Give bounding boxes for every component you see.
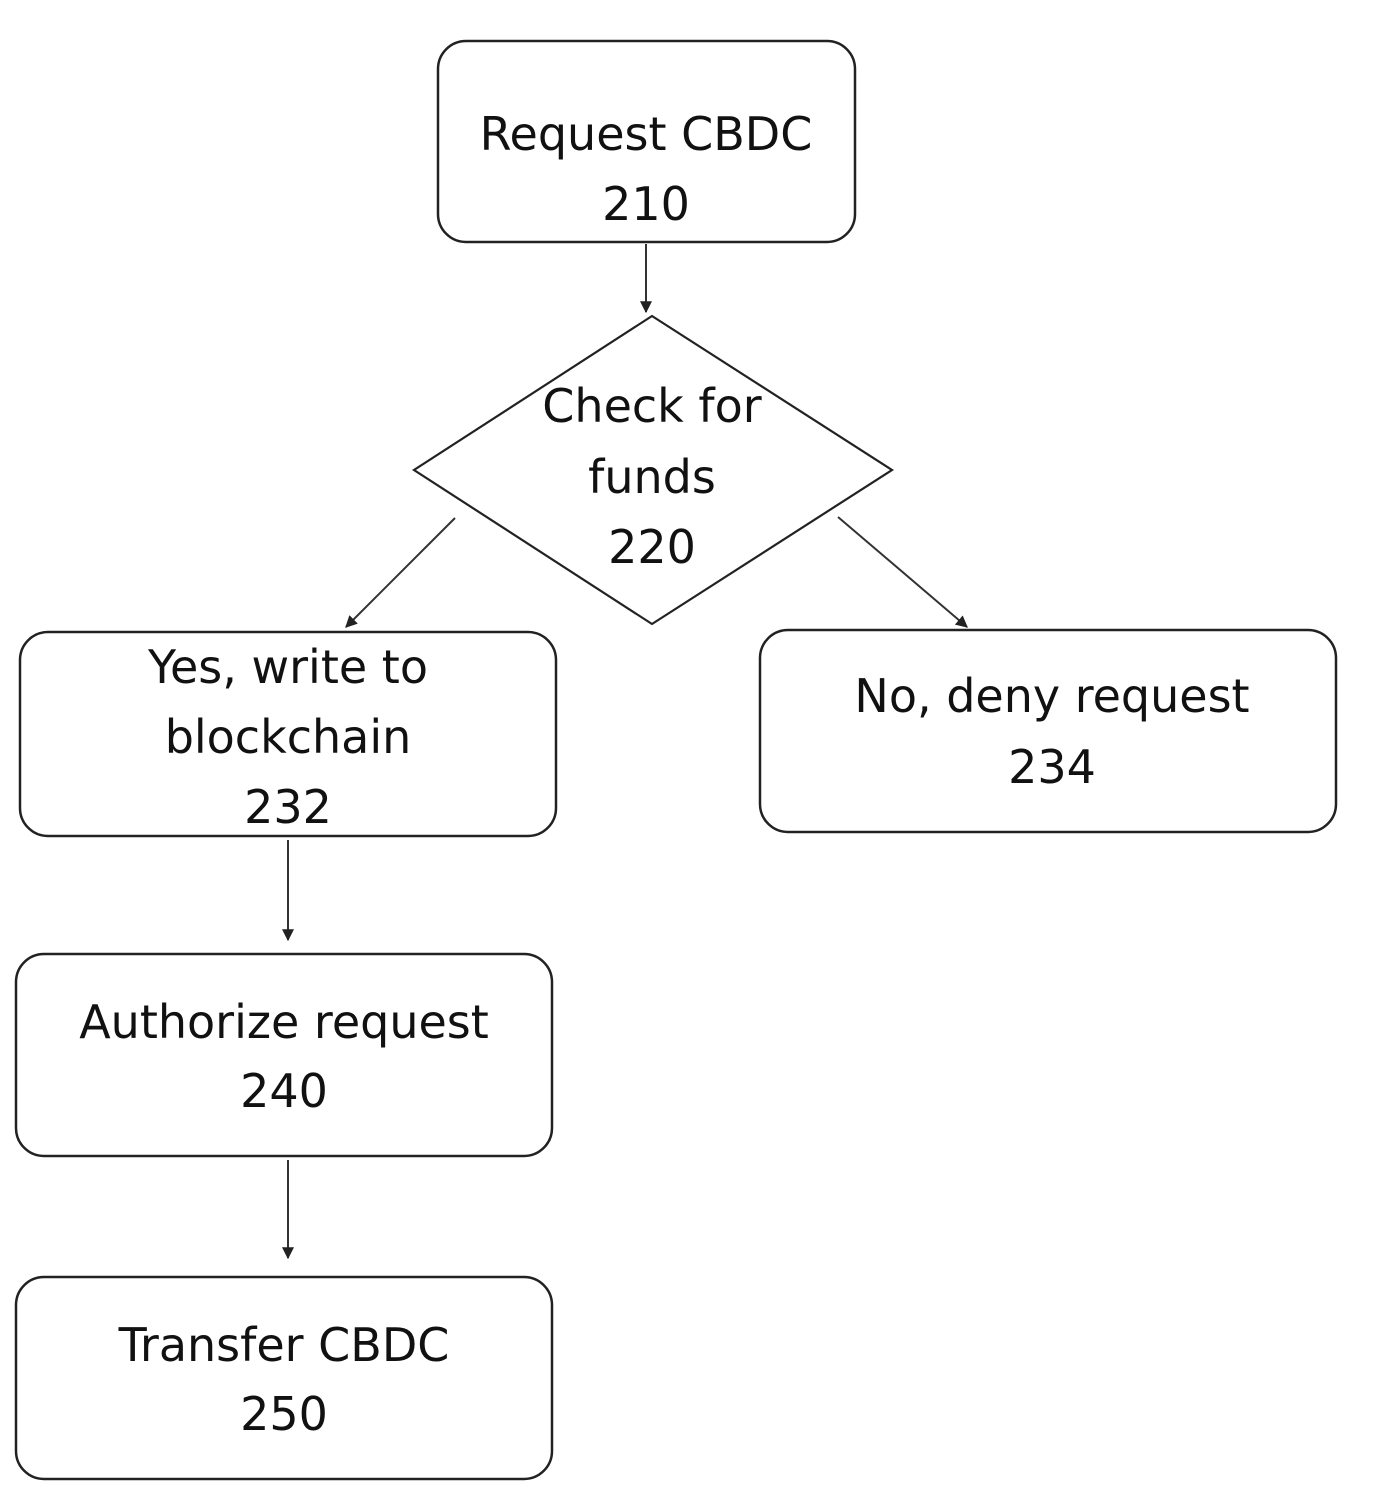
node-box xyxy=(760,630,1336,832)
node-label-line: Transfer CBDC xyxy=(118,1318,450,1372)
node-authorize-request: Authorize request 240 xyxy=(16,954,552,1156)
node-number: 232 xyxy=(244,780,332,834)
node-label-line: Authorize request xyxy=(79,995,489,1049)
node-box xyxy=(16,1277,552,1479)
node-label-line: funds xyxy=(588,450,716,504)
node-request-cbdc: Request CBDC 210 xyxy=(438,41,855,242)
node-box xyxy=(16,954,552,1156)
node-transfer-cbdc: Transfer CBDC 250 xyxy=(16,1277,552,1479)
node-number: 250 xyxy=(240,1387,328,1441)
edge-220-to-234 xyxy=(838,517,967,627)
node-label-line: blockchain xyxy=(165,710,412,764)
node-label-line: No, deny request xyxy=(854,669,1249,723)
node-number: 240 xyxy=(240,1064,328,1118)
node-label-line: Request CBDC xyxy=(480,107,813,161)
edge-220-to-232 xyxy=(346,518,455,627)
node-number: 210 xyxy=(602,177,690,231)
node-number: 220 xyxy=(608,520,696,574)
node-no-deny-request: No, deny request 234 xyxy=(760,630,1336,832)
node-number: 234 xyxy=(1008,740,1096,794)
node-label-line: Yes, write to xyxy=(147,640,428,694)
node-label-line: Check for xyxy=(542,379,761,433)
decision-check-for-funds: Check for funds 220 xyxy=(414,316,892,624)
node-yes-write-to-blockchain: Yes, write to blockchain 232 xyxy=(20,632,556,836)
